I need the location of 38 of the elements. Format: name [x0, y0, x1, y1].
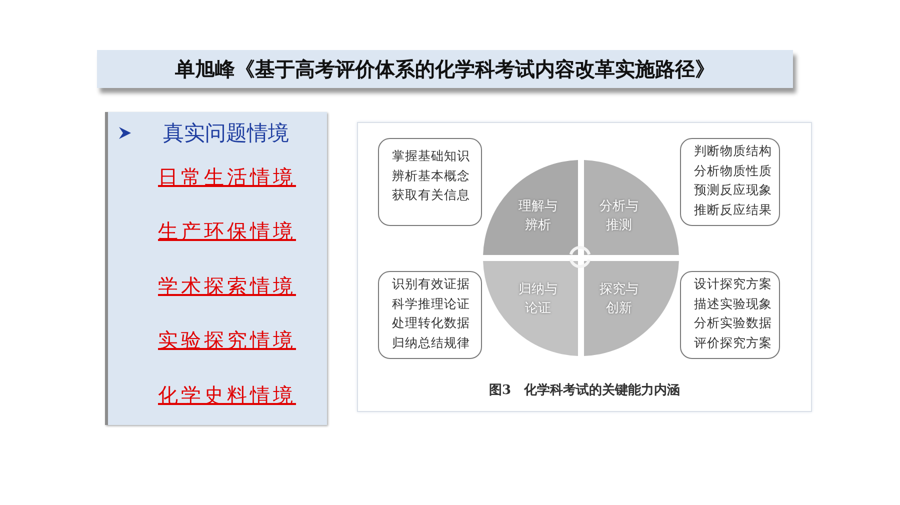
box-text-line: 描述实验现象: [694, 296, 772, 312]
list-item: 实验探究情境: [158, 327, 296, 354]
box-text-line: 分析物质性质: [694, 162, 772, 180]
box-text-line: 推断反应结果: [694, 202, 772, 218]
box-text-line: 分析实验数据: [694, 315, 772, 332]
text-box: [680, 271, 780, 359]
text-box: [378, 271, 482, 359]
text-box: [680, 138, 780, 226]
circle-quadrant: [483, 160, 578, 255]
box-text-line: 归纳总结规律: [392, 334, 470, 352]
box-text-line: 预测反应现象: [694, 182, 772, 199]
box-text-line: 科学推理论证: [392, 296, 470, 312]
text-box: [378, 138, 482, 226]
quadrant-label: 理解与辨析: [518, 198, 558, 235]
circle-quadrant: [483, 261, 578, 356]
list-item: 学术探索情境: [158, 272, 296, 300]
circle-quadrant: [584, 160, 679, 255]
box-text-line: 辨析基本概念: [392, 168, 470, 184]
title-text: 单旭峰《基于高考评价体系的化学科考试内容改革实施路径》: [174, 56, 716, 83]
box-text-line: 掌握基础知识: [392, 148, 470, 165]
list-panel: [105, 112, 327, 425]
figure-caption: 图3 化学科考试的关键能力内涵: [488, 382, 682, 399]
list-item: 化学史料情境: [158, 382, 296, 408]
quadrant-label: 探究与创新: [599, 281, 639, 318]
box-text-line: 处理转化数据: [392, 315, 470, 332]
list-heading: 真实问题情境: [163, 120, 289, 147]
circle-quadrant: [584, 261, 679, 356]
box-text-line: 评价探究方案: [694, 334, 772, 352]
quadrant-label: 归纳与论证: [518, 281, 558, 318]
title-banner: [97, 50, 793, 88]
box-text-line: 识别有效证据: [392, 276, 470, 293]
list-item: 生产环保情境: [158, 218, 296, 245]
box-text-line: 判断物质结构: [694, 143, 772, 160]
figure-frame: [357, 122, 812, 412]
list-item: 日常生活情境: [158, 164, 296, 190]
box-text-line: 设计探究方案: [694, 276, 772, 293]
box-text-line: 获取有关信息: [392, 187, 470, 204]
quadrant-label: 分析与推测: [599, 198, 639, 235]
